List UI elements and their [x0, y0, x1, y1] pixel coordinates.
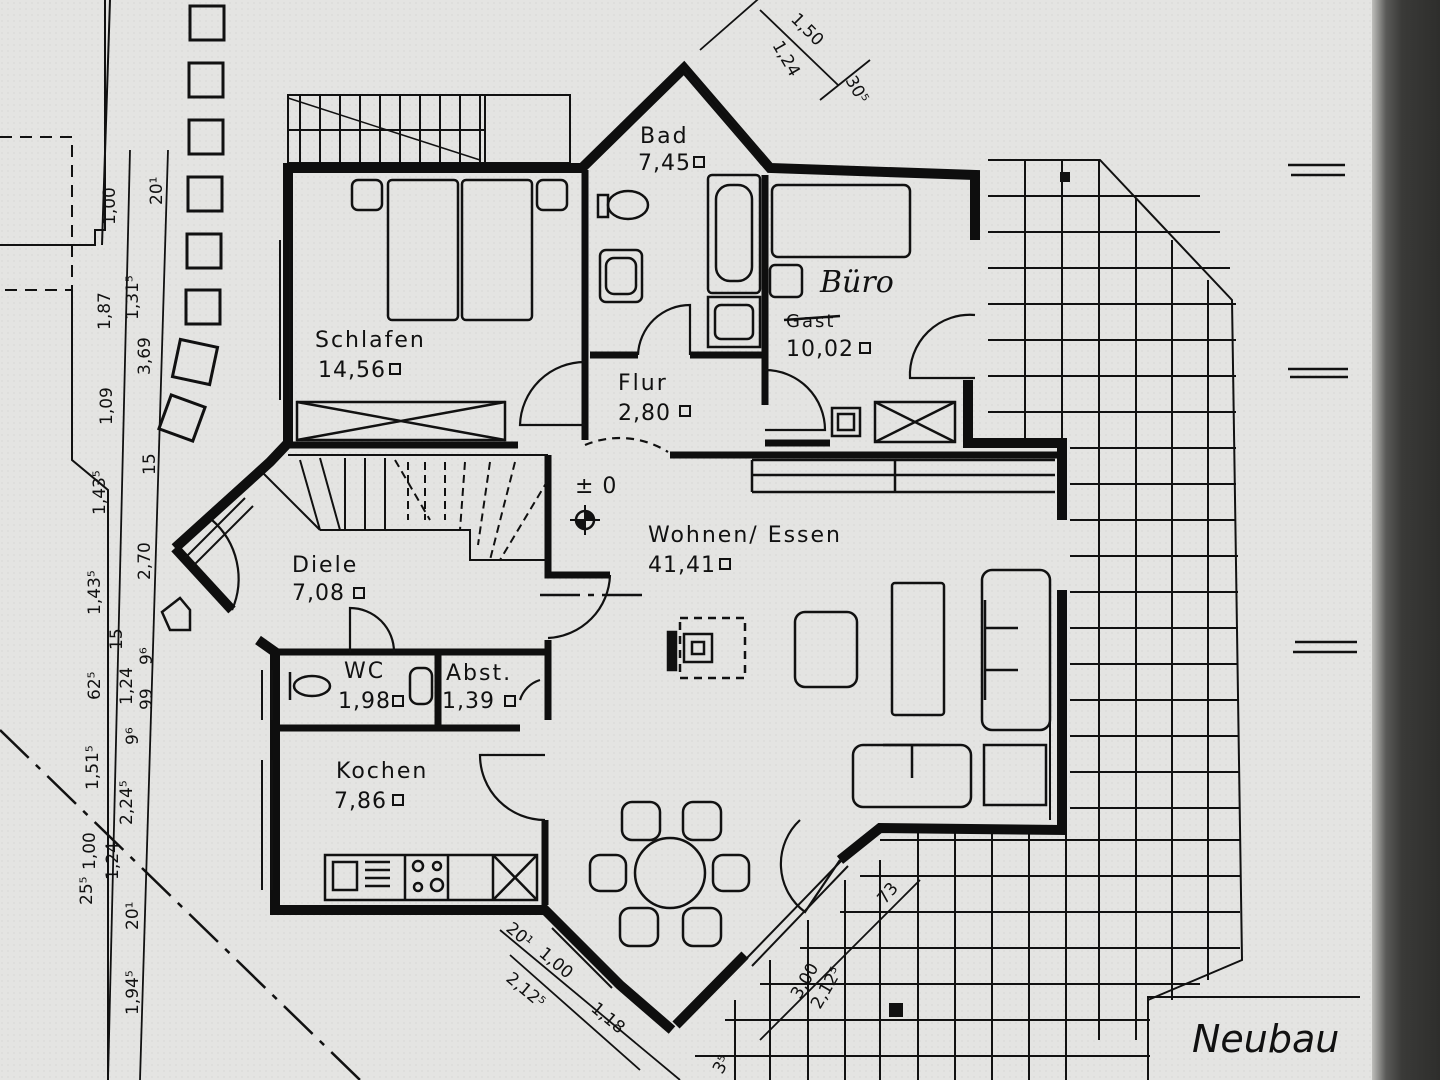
svg-text:Schlafen: Schlafen	[315, 328, 426, 353]
interior-stairs	[259, 454, 549, 561]
stepping-stones	[157, 4, 226, 443]
svg-text:Abst.: Abst.	[446, 661, 512, 686]
svg-text:10,02: 10,02	[786, 337, 854, 362]
svg-text:62⁵: 62⁵	[85, 672, 105, 700]
svg-text:9⁶: 9⁶	[123, 727, 143, 745]
svg-text:1,09: 1,09	[97, 387, 117, 425]
svg-text:1,87: 1,87	[95, 292, 115, 330]
furniture-office	[768, 183, 957, 444]
terrace-marker	[889, 1003, 903, 1017]
dimension-lines	[107, 0, 921, 1080]
level-marker: ± 0	[570, 474, 617, 535]
svg-text:9⁶: 9⁶	[137, 647, 157, 665]
windows	[184, 69, 1059, 989]
svg-text:± 0: ± 0	[575, 474, 617, 499]
sheet-shadow-edge	[1372, 0, 1440, 1080]
furniture-bed	[295, 178, 569, 442]
neighbour-building-outline	[0, 0, 111, 1080]
svg-text:1,98: 1,98	[338, 689, 391, 714]
svg-text:WC: WC	[344, 659, 385, 684]
svg-text:1,43⁵: 1,43⁵	[90, 470, 110, 515]
svg-text:1,94⁵: 1,94⁵	[123, 970, 143, 1015]
svg-text:Wohnen/ Essen: Wohnen/ Essen	[648, 523, 842, 548]
svg-text:2,70: 2,70	[135, 542, 155, 580]
svg-text:Büro: Büro	[819, 265, 894, 300]
furniture-bathroom	[596, 173, 762, 349]
svg-text:1,43⁵: 1,43⁵	[85, 570, 105, 615]
exterior-stairs	[287, 94, 571, 164]
svg-text:41,41: 41,41	[648, 553, 716, 578]
svg-text:Gast: Gast	[786, 311, 835, 332]
svg-text:2,24⁵: 2,24⁵	[117, 780, 137, 825]
svg-text:Bad: Bad	[640, 124, 689, 149]
svg-text:Neubau: Neubau	[1192, 1017, 1339, 1061]
svg-text:20¹: 20¹	[123, 902, 143, 930]
svg-text:1,24: 1,24	[117, 667, 137, 705]
furniture-living	[666, 458, 1055, 809]
furniture-kitchen	[288, 666, 539, 902]
svg-text:Flur: Flur	[618, 371, 668, 396]
svg-text:1,24: 1,24	[103, 842, 123, 880]
svg-text:25⁵: 25⁵	[77, 877, 97, 905]
svg-text:15: 15	[107, 628, 127, 650]
room-labels: Bad 7,45 Büro Gast 10,02 Schlafen 14,56 …	[292, 124, 894, 814]
svg-text:7,45: 7,45	[638, 151, 691, 176]
svg-text:1,51⁵: 1,51⁵	[83, 745, 103, 790]
interior-walls	[278, 170, 1060, 905]
svg-text:Diele: Diele	[292, 553, 358, 578]
svg-text:2,80: 2,80	[618, 401, 671, 426]
furniture-dining	[588, 800, 751, 948]
terrace-tiles-right	[695, 159, 1244, 1080]
sheet-edge-ticks	[1288, 163, 1357, 654]
property-line	[0, 729, 361, 1080]
svg-text:99: 99	[137, 688, 157, 710]
svg-text:7,08: 7,08	[292, 581, 345, 606]
svg-text:14,56: 14,56	[318, 358, 386, 383]
svg-text:3,69: 3,69	[135, 337, 155, 375]
terrace-marker	[1060, 172, 1070, 182]
exterior-walls	[171, 60, 1067, 1034]
svg-text:Kochen: Kochen	[336, 759, 428, 784]
entrance-arrow-icon	[160, 596, 192, 632]
svg-text:15: 15	[140, 453, 160, 475]
svg-text:7,86: 7,86	[334, 789, 387, 814]
svg-text:1,00: 1,00	[80, 832, 100, 870]
svg-text:1,00: 1,00	[100, 187, 120, 225]
svg-text:1,31⁵: 1,31⁵	[123, 275, 143, 320]
svg-text:1,39: 1,39	[442, 689, 495, 714]
title-block: Neubau	[1147, 996, 1360, 1080]
svg-text:20¹: 20¹	[147, 177, 167, 205]
door-swings	[211, 303, 976, 914]
